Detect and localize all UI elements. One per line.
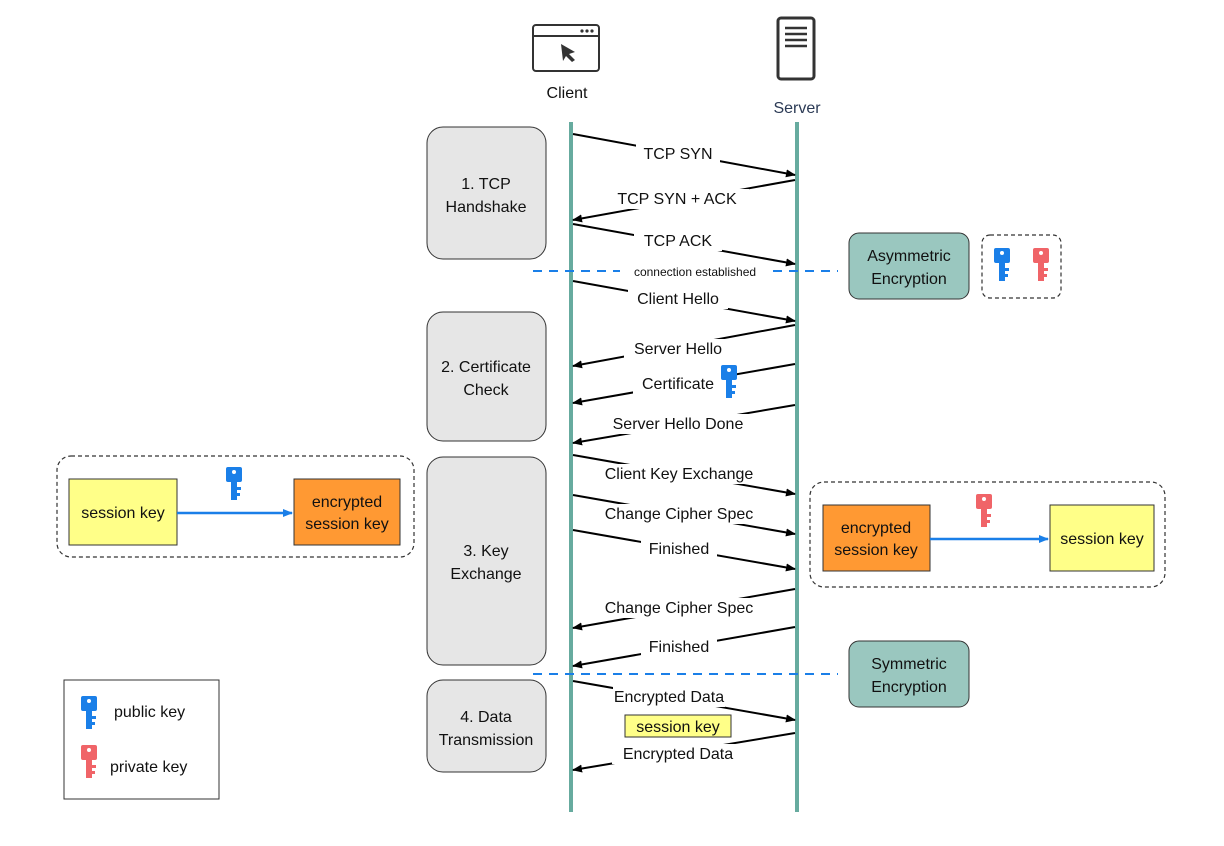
message-label: Encrypted Data xyxy=(614,689,724,706)
message-label: Finished xyxy=(649,541,709,558)
connection-established-label: connection established xyxy=(634,265,756,279)
phase-title: 3. Key xyxy=(463,543,508,560)
message-tcp-syn: TCP SYN xyxy=(572,133,796,178)
encryption-type-subtitle: Encryption xyxy=(871,271,947,288)
server-tower-icon xyxy=(776,16,816,81)
phase-title: 2. Certificate xyxy=(441,359,531,376)
encrypted-session-key-box xyxy=(293,478,401,546)
message-label: Change Cipher Spec xyxy=(605,600,754,617)
asymmetric-encryption-box: Asymmetric Encryption xyxy=(848,232,970,300)
encrypted-session-key-label: session key xyxy=(305,516,389,533)
message-label: Finished xyxy=(649,639,709,656)
server-decryption-group: encrypted session key session key xyxy=(809,481,1166,588)
encrypted-session-key-box xyxy=(822,504,931,572)
phase-tcp-handshake: 1. TCP Handshake xyxy=(426,126,547,260)
message-label: TCP SYN + ACK xyxy=(617,191,737,208)
message-server-hello: Server Hello xyxy=(572,324,796,369)
phase-subtitle: Transmission xyxy=(439,732,534,749)
message-tcp-syn-ack: TCP SYN + ACK xyxy=(572,179,796,223)
message-tcp-ack: TCP ACK xyxy=(572,223,796,267)
phase-data-transmission: 4. Data Transmission xyxy=(426,679,547,773)
encryption-type-title: Symmetric xyxy=(871,656,947,673)
legend-private-key-label: private key xyxy=(110,759,187,776)
client-encryption-group: session key encrypted session key xyxy=(56,455,415,558)
encrypted-session-key-label: encrypted xyxy=(312,494,382,511)
legend-public-key-label: public key xyxy=(114,704,185,721)
symmetric-encryption-box: Symmetric Encryption xyxy=(848,640,970,708)
encrypted-session-key-label: session key xyxy=(834,542,918,559)
phase-key-exchange: 3. Key Exchange xyxy=(426,456,547,666)
key-icon xyxy=(994,248,1010,281)
session-key-box xyxy=(1049,504,1155,572)
phase-title: 1. TCP xyxy=(461,176,511,193)
message-label: TCP ACK xyxy=(644,233,713,250)
key-icon xyxy=(226,467,242,500)
message-label: Certificate xyxy=(642,376,714,393)
message-label: Client Hello xyxy=(637,291,719,308)
session-key-label: session key xyxy=(1060,531,1144,548)
phase-title: 4. Data xyxy=(460,709,512,726)
session-key-box xyxy=(68,478,178,546)
encryption-type-subtitle: Encryption xyxy=(871,679,947,696)
message-client-key-exchange: Client Key Exchange xyxy=(572,454,796,497)
message-label: Change Cipher Spec xyxy=(605,506,754,523)
session-key-badge: session key xyxy=(624,714,732,738)
asymmetric-keys-group xyxy=(981,234,1062,299)
phase-subtitle: Handshake xyxy=(446,199,527,216)
message-encrypted-data-client: Encrypted Data xyxy=(572,680,796,723)
server-label: Server xyxy=(773,100,821,117)
key-icon xyxy=(721,365,737,398)
session-key-label: session key xyxy=(81,505,165,522)
encryption-type-title: Asymmetric xyxy=(867,248,951,265)
browser-window-icon xyxy=(532,24,600,72)
key-icon xyxy=(976,494,992,527)
session-key-label: session key xyxy=(636,719,720,736)
message-finished-client: Finished xyxy=(572,529,796,572)
client-label: Client xyxy=(547,85,588,102)
message-label: Server Hello xyxy=(634,341,722,358)
separator-label-bg xyxy=(620,263,770,279)
key-icon xyxy=(81,745,97,778)
message-finished-server: Finished xyxy=(572,626,796,669)
message-label: Server Hello Done xyxy=(613,416,744,433)
phase-subtitle: Check xyxy=(463,382,509,399)
legend: public key private key xyxy=(63,679,220,800)
key-icon xyxy=(1033,248,1049,281)
message-certificate: Certificate xyxy=(572,363,796,406)
message-label: Encrypted Data xyxy=(623,746,733,763)
message-server-hello-done: Server Hello Done xyxy=(572,404,796,446)
phase-subtitle: Exchange xyxy=(450,566,521,583)
message-encrypted-data-server: Encrypted Data xyxy=(572,732,796,773)
message-label: TCP SYN xyxy=(643,146,712,163)
message-change-cipher-spec-server: Change Cipher Spec xyxy=(572,588,796,631)
message-client-hello: Client Hello xyxy=(572,280,796,324)
key-icon xyxy=(81,696,97,729)
message-label: Client Key Exchange xyxy=(605,466,754,483)
encrypted-session-key-label: encrypted xyxy=(841,520,911,537)
phase-certificate-check: 2. Certificate Check xyxy=(426,311,547,442)
message-change-cipher-spec-client: Change Cipher Spec xyxy=(572,494,796,537)
